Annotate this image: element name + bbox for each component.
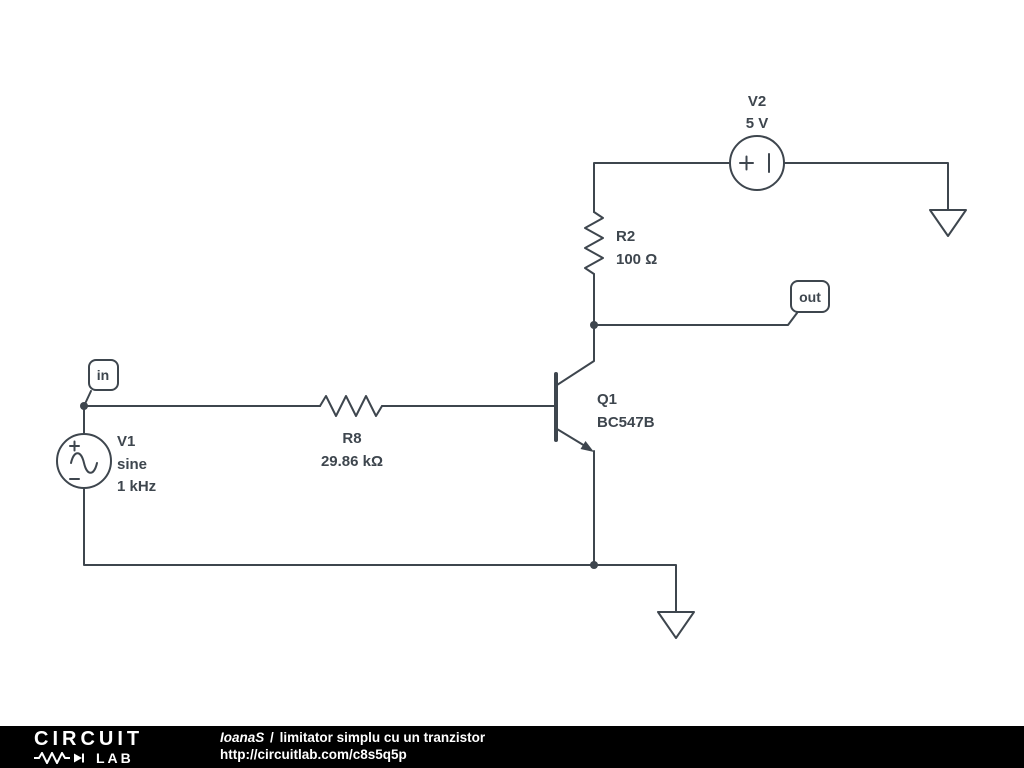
logo-text-lab: LAB	[96, 750, 134, 766]
r8-zigzag	[319, 395, 383, 417]
q1-transistor: Q1 BC547B	[554, 372, 655, 452]
wire-node-to-out-flag	[593, 312, 798, 326]
v1-frequency-label: 1 kHz	[117, 478, 156, 495]
v2-voltage-source: V2 5 V	[729, 93, 785, 191]
ground-triangle	[657, 611, 695, 639]
v1-plus-sign	[69, 440, 80, 452]
q1-value-label: BC547B	[597, 414, 655, 431]
r8-value-label: 29.86 kΩ	[321, 453, 383, 470]
r2-value-label: 100 Ω	[616, 251, 657, 268]
ground-symbol-right	[929, 209, 967, 237]
ground-triangle	[929, 209, 967, 237]
r2-zigzag	[584, 211, 604, 275]
r8-resistor: R8 29.86 kΩ	[319, 395, 383, 470]
v1-waveform-label: sine	[117, 456, 147, 473]
q1-emitter-arrow	[580, 441, 594, 452]
r8-ref-label: R8	[342, 430, 361, 447]
circuitlab-logo: CIRCUIT LAB	[34, 729, 184, 765]
author-name: IoanaS	[220, 730, 265, 746]
wire-v2-left	[593, 162, 731, 213]
v2-body-circle	[729, 135, 785, 191]
divider-slash: /	[270, 730, 274, 746]
wire-v2-right-to-ground	[783, 162, 949, 211]
node-dot-in	[80, 402, 88, 410]
r2-resistor: R2 100 Ω	[584, 211, 657, 275]
out-flag: out	[790, 280, 830, 313]
schematic-canvas: V2 5 V R2 100 Ω out Q1 BC547B R8 29.86 k…	[56, 93, 967, 639]
v1-sine-symbol	[70, 452, 98, 474]
v1-ref-label: V1	[117, 433, 135, 450]
logo-text-circuit: CIRCUIT	[34, 728, 144, 750]
v2-ref-label: V2	[748, 93, 766, 110]
v1-voltage-source: V1 sine 1 kHz	[56, 433, 156, 495]
node-dot-collector	[590, 321, 598, 329]
wire-bottom-rail	[83, 487, 677, 613]
circuit-title: limitator simplu cu un tranzistor	[279, 730, 486, 746]
in-flag-label: in	[97, 367, 109, 383]
ground-symbol-bottom	[657, 611, 695, 639]
wires	[83, 162, 949, 613]
v2-value-label: 5 V	[746, 115, 769, 132]
q1-ref-label: Q1	[597, 391, 617, 408]
circuit-url[interactable]: http://circuitlab.com/c8s5q5p	[220, 747, 407, 762]
v2-plus-sign	[739, 155, 754, 171]
wire-node-to-collector	[556, 324, 595, 386]
out-flag-label: out	[799, 289, 821, 305]
in-flag-box	[88, 359, 119, 391]
r2-ref-label: R2	[616, 228, 635, 245]
out-flag-box	[790, 280, 830, 313]
in-flag: in	[83, 359, 119, 407]
logo-resistor-zigzag-icon	[34, 752, 84, 764]
footer-attribution: IoanaS / limitator simplu cu un tranzist…	[220, 730, 485, 747]
node-dot-emitter-rail	[590, 561, 598, 569]
footer-bar: CIRCUIT LAB IoanaS / limitator simplu cu…	[0, 726, 1024, 768]
